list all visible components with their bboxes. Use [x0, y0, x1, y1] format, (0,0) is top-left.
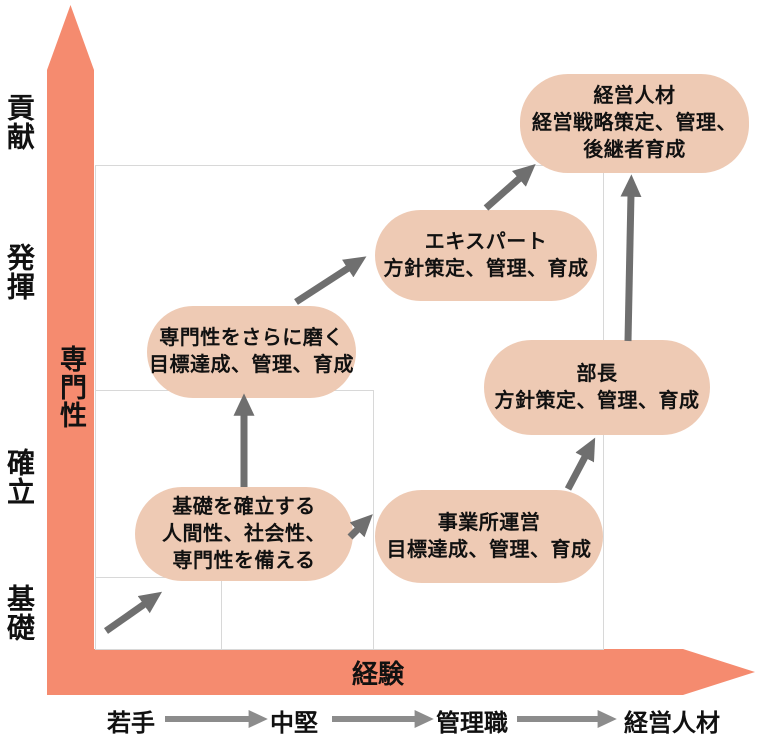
box-foundation-line-3: 専門性を備える: [172, 549, 316, 572]
box-executive-talent: 経営人材 経営戦略策定、管理、 後継者育成: [520, 74, 749, 173]
y-tick-demonstrate: 発揮: [4, 243, 35, 301]
y-axis-label: 専門性: [56, 345, 86, 429]
x-axis-arrow-bar: [47, 649, 755, 695]
stage-label-executive: 経営人材: [624, 710, 720, 734]
stage-label-manager: 管理職: [436, 710, 508, 734]
box-executive-line-2: 経営戦略策定、管理、: [532, 112, 737, 134]
box-office-line-2: 目標達成、管理、育成: [386, 538, 592, 561]
box-office-line-1: 事業所運営: [437, 511, 541, 534]
box-expert: エキスパート 方針策定、管理、育成: [375, 210, 597, 301]
box-executive-line-1: 経営人材: [593, 85, 676, 107]
box-director-line-1: 部長: [576, 362, 618, 385]
box-executive-line-3: 後継者育成: [583, 139, 686, 161]
box-refine-line-1: 専門性をさらに磨く: [159, 327, 344, 349]
y-tick-establish: 確立: [4, 448, 35, 506]
y-axis-arrow-bar: [47, 5, 94, 695]
box-refine-line-2: 目標達成、管理、育成: [149, 354, 354, 376]
box-expert-line-2: 方針策定、管理、育成: [383, 257, 589, 280]
box-foundation: 基礎を確立する 人間性、社会性、 専門性を備える: [135, 487, 353, 581]
y-tick-contribution: 貢献: [4, 93, 35, 151]
box-foundation-line-2: 人間性、社会性、: [162, 522, 326, 545]
box-office-operation: 事業所運営 目標達成、管理、育成: [375, 490, 603, 583]
stage-label-young: 若手: [107, 710, 155, 734]
box-director-line-2: 方針策定、管理、育成: [494, 389, 700, 412]
stage-label-mid: 中堅: [270, 710, 318, 734]
arrow-director-to-executive: [620, 174, 642, 342]
box-foundation-line-1: 基礎を確立する: [172, 495, 316, 518]
y-tick-basics: 基礎: [4, 584, 35, 642]
box-expert-line-1: エキスパート: [424, 230, 548, 253]
grid-step-small: [95, 577, 222, 650]
box-director: 部長 方針策定、管理、育成: [484, 340, 710, 435]
box-refine-expertise: 専門性をさらに磨く 目標達成、管理、育成: [147, 306, 356, 398]
x-axis-label: 経験: [352, 659, 405, 689]
